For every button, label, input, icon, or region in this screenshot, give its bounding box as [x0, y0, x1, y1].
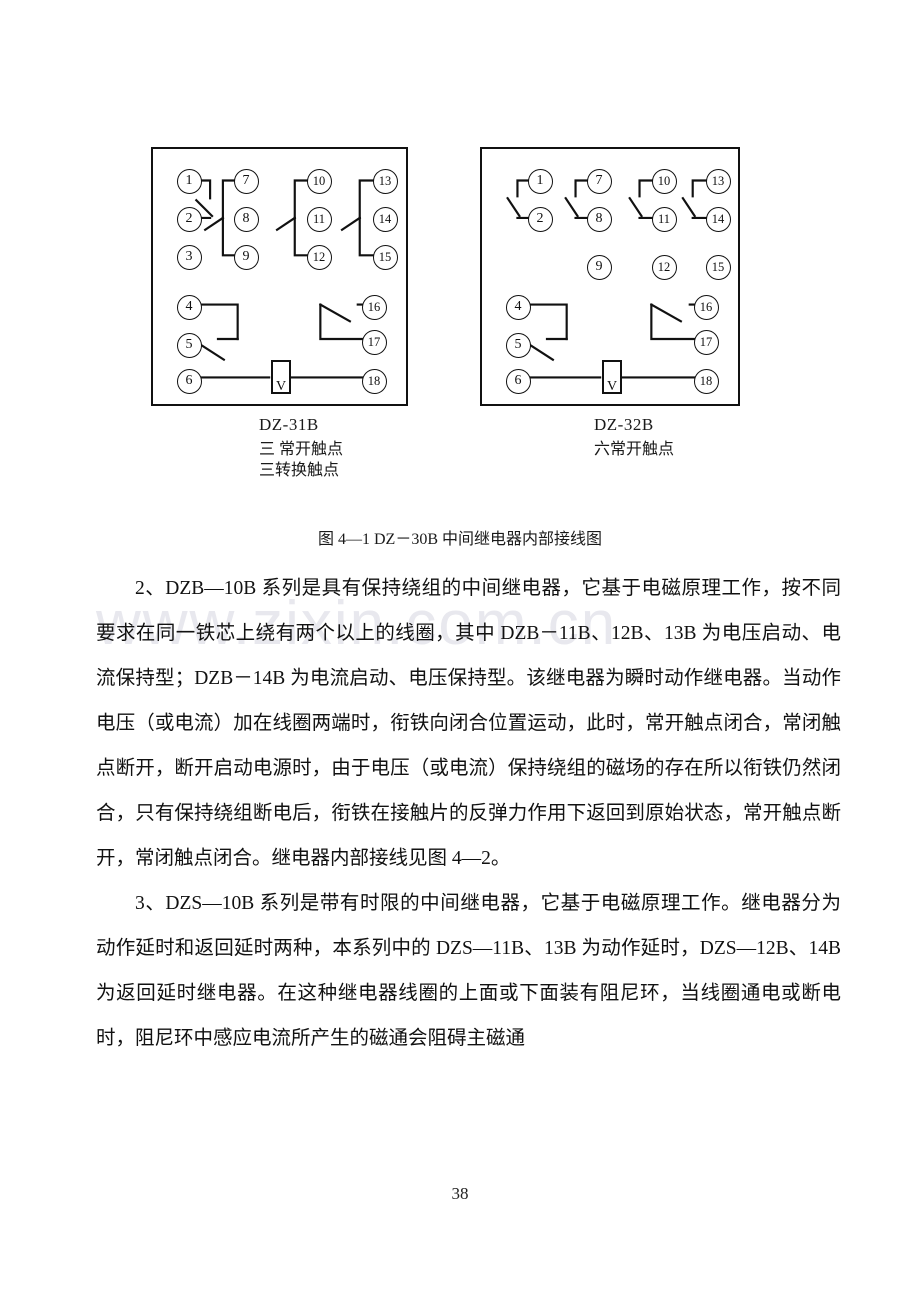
terminal-11[interactable]: 11 — [651, 206, 677, 232]
terminal-18[interactable]: 18 — [361, 368, 387, 394]
terminal-8[interactable]: 8 — [233, 206, 259, 232]
coil-label: V — [606, 379, 618, 394]
model-label-dz31b: DZ-31B — [259, 415, 319, 434]
relay-diagram-dz31b: 1 2 3 4 5 6 7 8 9 10 11 12 13 14 15 16 1… — [151, 147, 408, 406]
page-number: 38 — [451, 1184, 469, 1203]
contact-desc-dz32b-line1: 六常开触点 — [594, 441, 675, 458]
terminal-4[interactable]: 4 — [176, 294, 202, 320]
figure-4-1: 1 2 3 4 5 6 7 8 9 10 11 12 13 14 15 16 1… — [0, 0, 920, 548]
terminal-9[interactable]: 9 — [233, 244, 259, 270]
terminal-10[interactable]: 10 — [651, 168, 677, 194]
terminal-7[interactable]: 7 — [233, 168, 259, 194]
paragraph-2: 2、DZB—10B 系列是具有保持绕组的中间继电器，它基于电磁原理工作，按不同要… — [96, 578, 841, 869]
terminal-17[interactable]: 17 — [693, 329, 719, 355]
relay-diagram-dz32b: 1 2 4 5 6 7 8 9 10 11 12 13 14 15 16 17 … — [480, 147, 740, 406]
terminal-10[interactable]: 10 — [306, 168, 332, 194]
contact-desc-dz31b-line1: 三 常开触点 — [259, 441, 344, 458]
terminal-16[interactable]: 16 — [361, 294, 387, 320]
terminal-3[interactable]: 3 — [176, 244, 202, 270]
coil-symbol-dz31b: V — [271, 360, 291, 394]
terminal-1[interactable]: 1 — [527, 168, 553, 194]
terminal-9[interactable]: 9 — [586, 254, 612, 280]
terminal-2[interactable]: 2 — [527, 206, 553, 232]
figure-caption: 图 4—1 DZ－30B 中间继电器内部接线图 — [317, 531, 602, 548]
terminal-11[interactable]: 11 — [306, 206, 332, 232]
relay-outline-dz32b: 1 2 4 5 6 7 8 9 10 11 12 13 14 15 16 17 … — [480, 147, 740, 406]
terminal-14[interactable]: 14 — [705, 206, 731, 232]
terminal-6[interactable]: 6 — [505, 368, 531, 394]
terminal-5[interactable]: 5 — [176, 332, 202, 358]
relay-outline-dz31b: 1 2 3 4 5 6 7 8 9 10 11 12 13 14 15 16 1… — [151, 147, 408, 406]
terminal-4[interactable]: 4 — [505, 294, 531, 320]
terminal-18[interactable]: 18 — [693, 368, 719, 394]
terminal-6[interactable]: 6 — [176, 368, 202, 394]
paragraph-3: 3、DZS—10B 系列是带有时限的中间继电器，它基于电磁原理工作。继电器分为动… — [96, 893, 841, 1049]
terminal-12[interactable]: 12 — [306, 244, 332, 270]
coil-symbol-dz32b: V — [602, 360, 622, 394]
terminal-12[interactable]: 12 — [651, 254, 677, 280]
terminal-16[interactable]: 16 — [693, 294, 719, 320]
terminal-14[interactable]: 14 — [372, 206, 398, 232]
terminal-1[interactable]: 1 — [176, 168, 202, 194]
terminal-13[interactable]: 13 — [705, 168, 731, 194]
terminal-2[interactable]: 2 — [176, 206, 202, 232]
contact-desc-dz31b-line2: 三转换触点 — [259, 462, 340, 479]
terminal-13[interactable]: 13 — [372, 168, 398, 194]
body-text: 2、DZB—10B 系列是具有保持绕组的中间继电器，它基于电磁原理工作，按不同要… — [96, 566, 841, 1061]
terminal-17[interactable]: 17 — [361, 329, 387, 355]
coil-label: V — [275, 379, 287, 394]
terminal-8[interactable]: 8 — [586, 206, 612, 232]
model-label-dz32b: DZ-32B — [594, 415, 654, 434]
terminal-15[interactable]: 15 — [705, 254, 731, 280]
terminal-7[interactable]: 7 — [586, 168, 612, 194]
terminal-15[interactable]: 15 — [372, 244, 398, 270]
terminal-5[interactable]: 5 — [505, 332, 531, 358]
